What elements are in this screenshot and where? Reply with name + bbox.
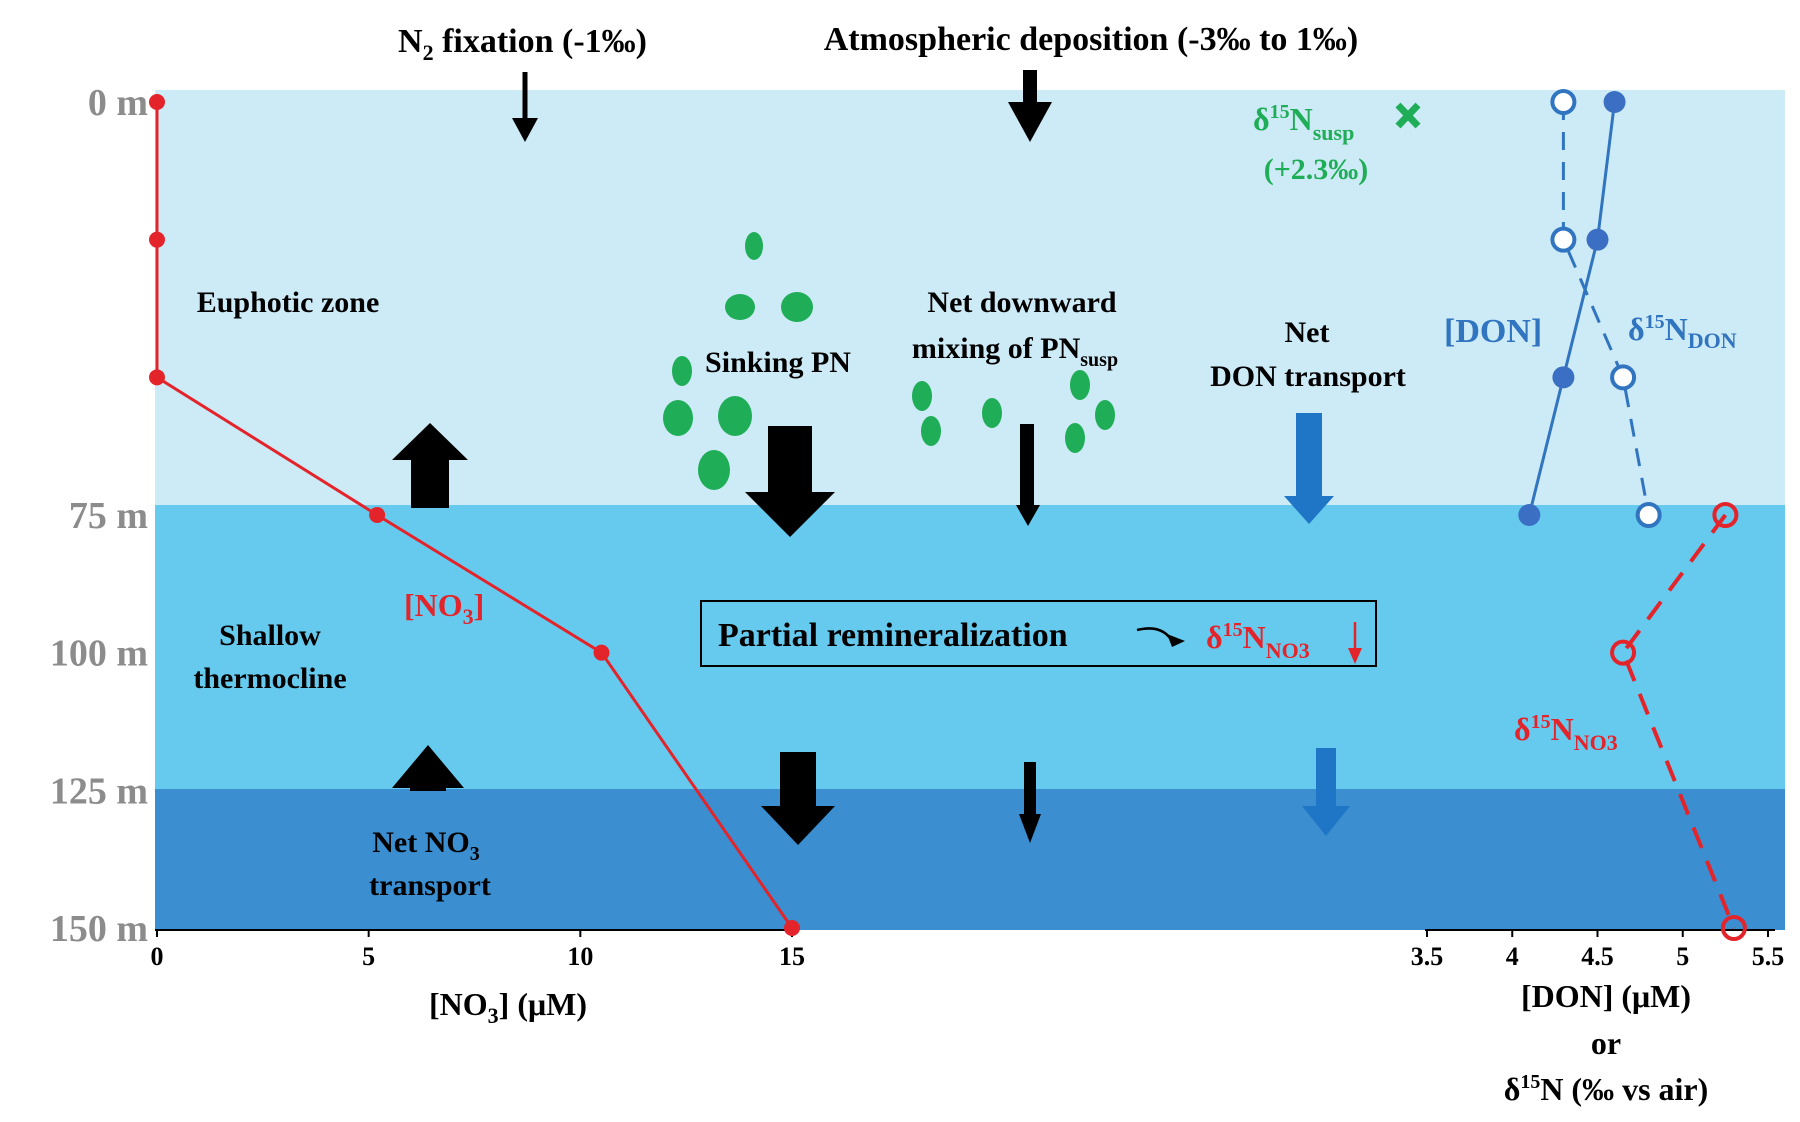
don-tick-label: 5.5 xyxy=(1752,942,1785,971)
sinking-pn-particles xyxy=(663,232,813,490)
d15n-don-data-point xyxy=(1635,502,1662,528)
d15n-no3-label: δ15NNO3 xyxy=(1514,711,1618,755)
mixing-arrow-lower xyxy=(1019,762,1041,843)
net-no3-transport-label-2: transport xyxy=(369,869,491,902)
no3-data-point xyxy=(369,507,386,523)
sinking-pn-arrow-upper xyxy=(745,426,835,537)
d15n-don-label: δ15NDON xyxy=(1628,311,1737,353)
no3-tick-label: 5 xyxy=(362,942,375,971)
depth-tick-label: 150 m xyxy=(50,908,148,950)
no3-tick-label: 0 xyxy=(151,942,164,971)
d15n-susp-label: δ15Nsusp xyxy=(1253,101,1354,145)
remineralization-label: Partial remineralization xyxy=(718,617,1068,654)
don-x-axis-title-3: δ15N (‰ vs air) xyxy=(1504,1071,1709,1107)
net-don-label-1: Net xyxy=(1285,316,1330,349)
don-arrow-lower xyxy=(1302,748,1350,836)
don-data-point xyxy=(1586,228,1609,251)
suspended-pn-particles xyxy=(912,370,1115,453)
no3-data-point xyxy=(149,231,165,248)
n2-fixation-label: N2 fixation (-1‰) xyxy=(398,23,647,65)
d15n-don-data-point xyxy=(1550,226,1577,253)
remineralization-d15n: δ15NNO3 xyxy=(1206,619,1310,663)
no3-upward-arrow-top xyxy=(392,423,468,508)
don-curve-label: [DON] xyxy=(1444,313,1542,350)
shallow-thermocline-label-2: thermocline xyxy=(193,662,346,695)
no3-upward-arrow-bottom xyxy=(392,745,464,791)
don-tick-label: 4 xyxy=(1506,942,1519,971)
don-data-point xyxy=(1603,91,1626,113)
no3-data-point xyxy=(149,94,165,110)
shallow-thermocline-label-1: Shallow xyxy=(219,619,321,652)
d15n-don-data-point xyxy=(1550,89,1577,115)
net-no3-transport-label-1: Net NO3 xyxy=(372,826,479,865)
d15n-don-profile-line xyxy=(1561,102,1651,516)
no3-x-axis-title: [NO3] (μM) xyxy=(429,986,587,1028)
no3-curve-label: [NO3] xyxy=(404,587,484,629)
don-x-axis-title-1: [DON] (μM) xyxy=(1521,978,1691,1014)
mixing-arrow-upper xyxy=(1016,424,1040,526)
euphotic-zone-label: Euphotic zone xyxy=(197,286,380,319)
depth-axis: 0 m 75 m 100 m 125 m 150 m xyxy=(50,82,148,950)
don-arrow-upper xyxy=(1284,413,1334,524)
don-tick-label: 4.5 xyxy=(1581,942,1614,971)
don-data-point xyxy=(1552,366,1575,389)
no3-tick-label: 15 xyxy=(779,942,805,971)
net-don-label-2: DON transport xyxy=(1210,360,1406,393)
data-series xyxy=(149,89,1747,941)
d15n-no3-data-point xyxy=(1720,915,1747,941)
no3-data-point xyxy=(784,920,800,936)
no3-profile-line xyxy=(155,102,794,929)
depth-tick-label: 125 m xyxy=(50,770,148,812)
no3-x-axis: 0 5 10 15 xyxy=(151,929,805,971)
don-x-axis: 3.5 4 4.5 5 5.5 xyxy=(1411,929,1785,971)
no3-tick-label: 10 xyxy=(567,942,593,971)
n2-fixation-arrow xyxy=(512,72,538,142)
no3-data-point xyxy=(149,369,165,386)
don-tick-label: 3.5 xyxy=(1411,942,1444,971)
d15n-susp-value: (+2.3‰) xyxy=(1264,153,1369,186)
d15n-don-data-point xyxy=(1610,364,1637,391)
net-mixing-label-2: mixing of PNsusp xyxy=(912,332,1118,371)
deep-band xyxy=(155,789,1785,930)
don-profile-line xyxy=(1527,101,1617,516)
don-tick-label: 5 xyxy=(1676,942,1689,971)
remineralization-box xyxy=(700,600,1377,667)
atmospheric-deposition-arrow xyxy=(1008,70,1052,142)
no3-data-point xyxy=(593,644,610,661)
atmospheric-deposition-label: Atmospheric deposition (-3‰ to 1‰) xyxy=(824,21,1359,58)
don-x-axis-title-2: or xyxy=(1591,1025,1621,1061)
sinking-pn-arrow-lower xyxy=(761,752,835,845)
d15n-no3-down-arrow xyxy=(1348,622,1362,664)
d15n-no3-profile-line xyxy=(1620,513,1736,929)
net-mixing-label-1: Net downward xyxy=(927,286,1116,319)
depth-tick-label: 100 m xyxy=(50,633,148,675)
remineralization-arrow xyxy=(1136,627,1185,647)
d15n-no3-data-point xyxy=(1610,639,1637,666)
sinking-pn-label: Sinking PN xyxy=(705,346,851,379)
d15n-susp-marker xyxy=(1395,102,1421,129)
thermocline-band xyxy=(155,505,1785,789)
d15n-no3-data-point xyxy=(1712,502,1739,528)
depth-tick-label: 75 m xyxy=(69,495,148,537)
depth-tick-label: 0 m xyxy=(88,82,148,124)
don-data-point xyxy=(1518,504,1541,526)
